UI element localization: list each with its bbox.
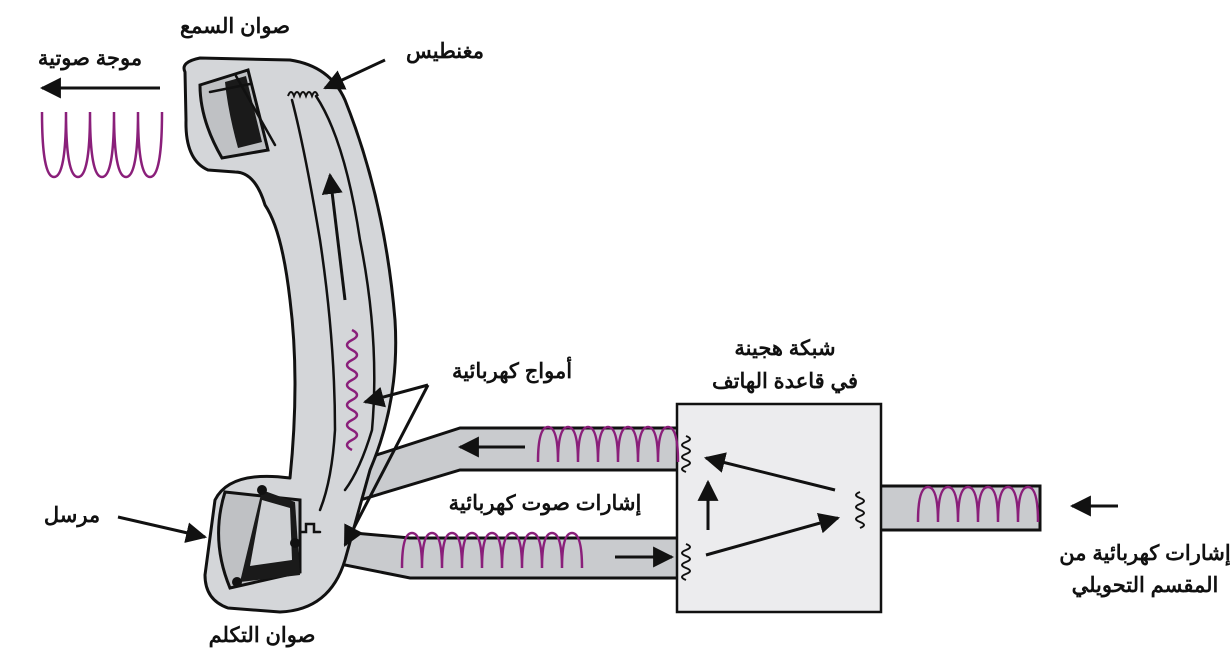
label-sound-wave: موجة صوتية	[38, 47, 142, 71]
magnet-pointer	[323, 58, 386, 90]
lower-coil	[681, 543, 691, 581]
earpiece-diaphragm	[225, 76, 262, 148]
signal-up-arrow	[321, 172, 347, 301]
label-transmitter: مرسل	[44, 504, 100, 528]
label-voice-signals: إشارات صوت كهربائية	[449, 492, 642, 516]
hybrid-network-box	[675, 402, 883, 614]
upper-coil	[681, 435, 691, 473]
label-exchange-line2: المقسم التحويلي	[1072, 574, 1219, 598]
upper-cord-wave	[536, 425, 680, 463]
exchange-line	[858, 484, 1042, 532]
electric-waves-pointer-2	[343, 384, 430, 547]
hybrid-arrow-to-receiver	[703, 452, 836, 492]
label-electric-waves: أمواج كهربائية	[452, 356, 572, 384]
electric-waves-pointer-1	[362, 383, 429, 408]
label-magnet: مغنطيس	[406, 40, 484, 64]
transmitter-pointer	[117, 515, 208, 543]
lower-cord-wave	[400, 531, 584, 569]
handset-body	[182, 56, 398, 614]
line-coil	[855, 491, 865, 529]
label-receiver: صوان السمع	[180, 15, 290, 39]
hybrid-arrow-from-transmitter	[705, 512, 841, 557]
label-hybrid-line1: شبكة هجينة	[734, 337, 835, 360]
magnet-coil	[287, 91, 319, 99]
exchange-line-wave	[916, 485, 1040, 523]
label-exchange-line1: إشارات كهربائية من	[1059, 542, 1231, 566]
handle-wave	[345, 328, 359, 452]
label-mouthpiece: صوان التكلم	[209, 624, 316, 648]
label-hybrid-line2: في قاعدة الهاتف	[712, 370, 858, 394]
sound-wave	[40, 111, 164, 179]
